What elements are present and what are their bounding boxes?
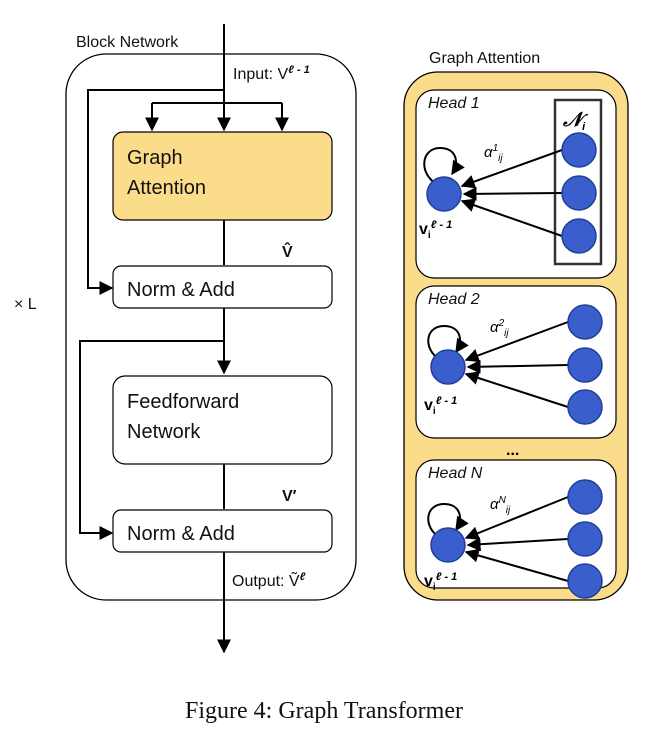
block-network-frame xyxy=(65,53,357,601)
head-1-panel: Head 1 𝒩i α1ij viℓ - 1 xyxy=(415,89,617,279)
norm-add-label-2: Norm & Add xyxy=(127,523,235,545)
norm-add-box-2 xyxy=(112,509,333,553)
head-2-panel: Head 2 α2ij viℓ - 1 xyxy=(415,285,617,439)
v-prime-label: V′ xyxy=(282,488,297,505)
input-label: Input: Vℓ - 1 xyxy=(233,64,310,83)
figure-caption: Figure 4: Graph Transformer xyxy=(185,698,463,724)
block-network-title: Block Network xyxy=(76,34,179,51)
output-label: Output: Ṽℓ xyxy=(232,570,306,590)
head-label: Head 1 xyxy=(428,95,480,112)
graph-attention-box xyxy=(112,131,333,221)
head-label: Head N xyxy=(428,465,483,482)
node-label: viℓ - 1 xyxy=(424,395,457,417)
norm-add-box-1 xyxy=(112,265,333,309)
head-label: Head 2 xyxy=(428,291,480,308)
graph-attention-panel: Graph Attention Head 1 𝒩i α1ij viℓ - 1 xyxy=(403,50,629,601)
graph-attention-title: Graph Attention xyxy=(429,50,540,67)
feedforward-label-1: Feedforward xyxy=(127,391,239,413)
neighbor-node xyxy=(567,347,603,383)
alpha-label: αNij xyxy=(490,495,511,516)
neighbor-node xyxy=(567,389,603,425)
node-center xyxy=(430,527,466,563)
feedforward-box xyxy=(112,375,333,465)
neighbor-node xyxy=(561,218,597,254)
neighbor-node xyxy=(561,175,597,211)
graph-attention-label-2: Attention xyxy=(127,177,206,199)
head-n-panel: Head N αNij viℓ - 1 xyxy=(415,459,617,599)
graph-attention-label-1: Graph xyxy=(127,147,183,169)
node-label: viℓ - 1 xyxy=(424,571,457,593)
node-center xyxy=(430,349,466,385)
neighborhood-box xyxy=(553,98,603,266)
feedforward-label-2: Network xyxy=(127,421,201,443)
neighbor-node xyxy=(567,563,603,599)
repeat-label: × L xyxy=(14,296,37,313)
neighbor-node xyxy=(567,479,603,515)
node-label: viℓ - 1 xyxy=(419,219,452,241)
neighbor-node xyxy=(567,521,603,557)
norm-add-label-1: Norm & Add xyxy=(127,279,235,301)
block-network: Block Network Input: Vℓ - 1 Graph Attent… xyxy=(14,24,357,654)
ellipsis: ... xyxy=(506,442,519,459)
neighbor-node xyxy=(561,132,597,168)
v-hat-label: V̂ xyxy=(282,241,293,261)
node-center xyxy=(426,176,462,212)
neighbor-node xyxy=(567,304,603,340)
alpha-label: α2ij xyxy=(490,318,509,339)
alpha-label: α1ij xyxy=(484,143,503,164)
